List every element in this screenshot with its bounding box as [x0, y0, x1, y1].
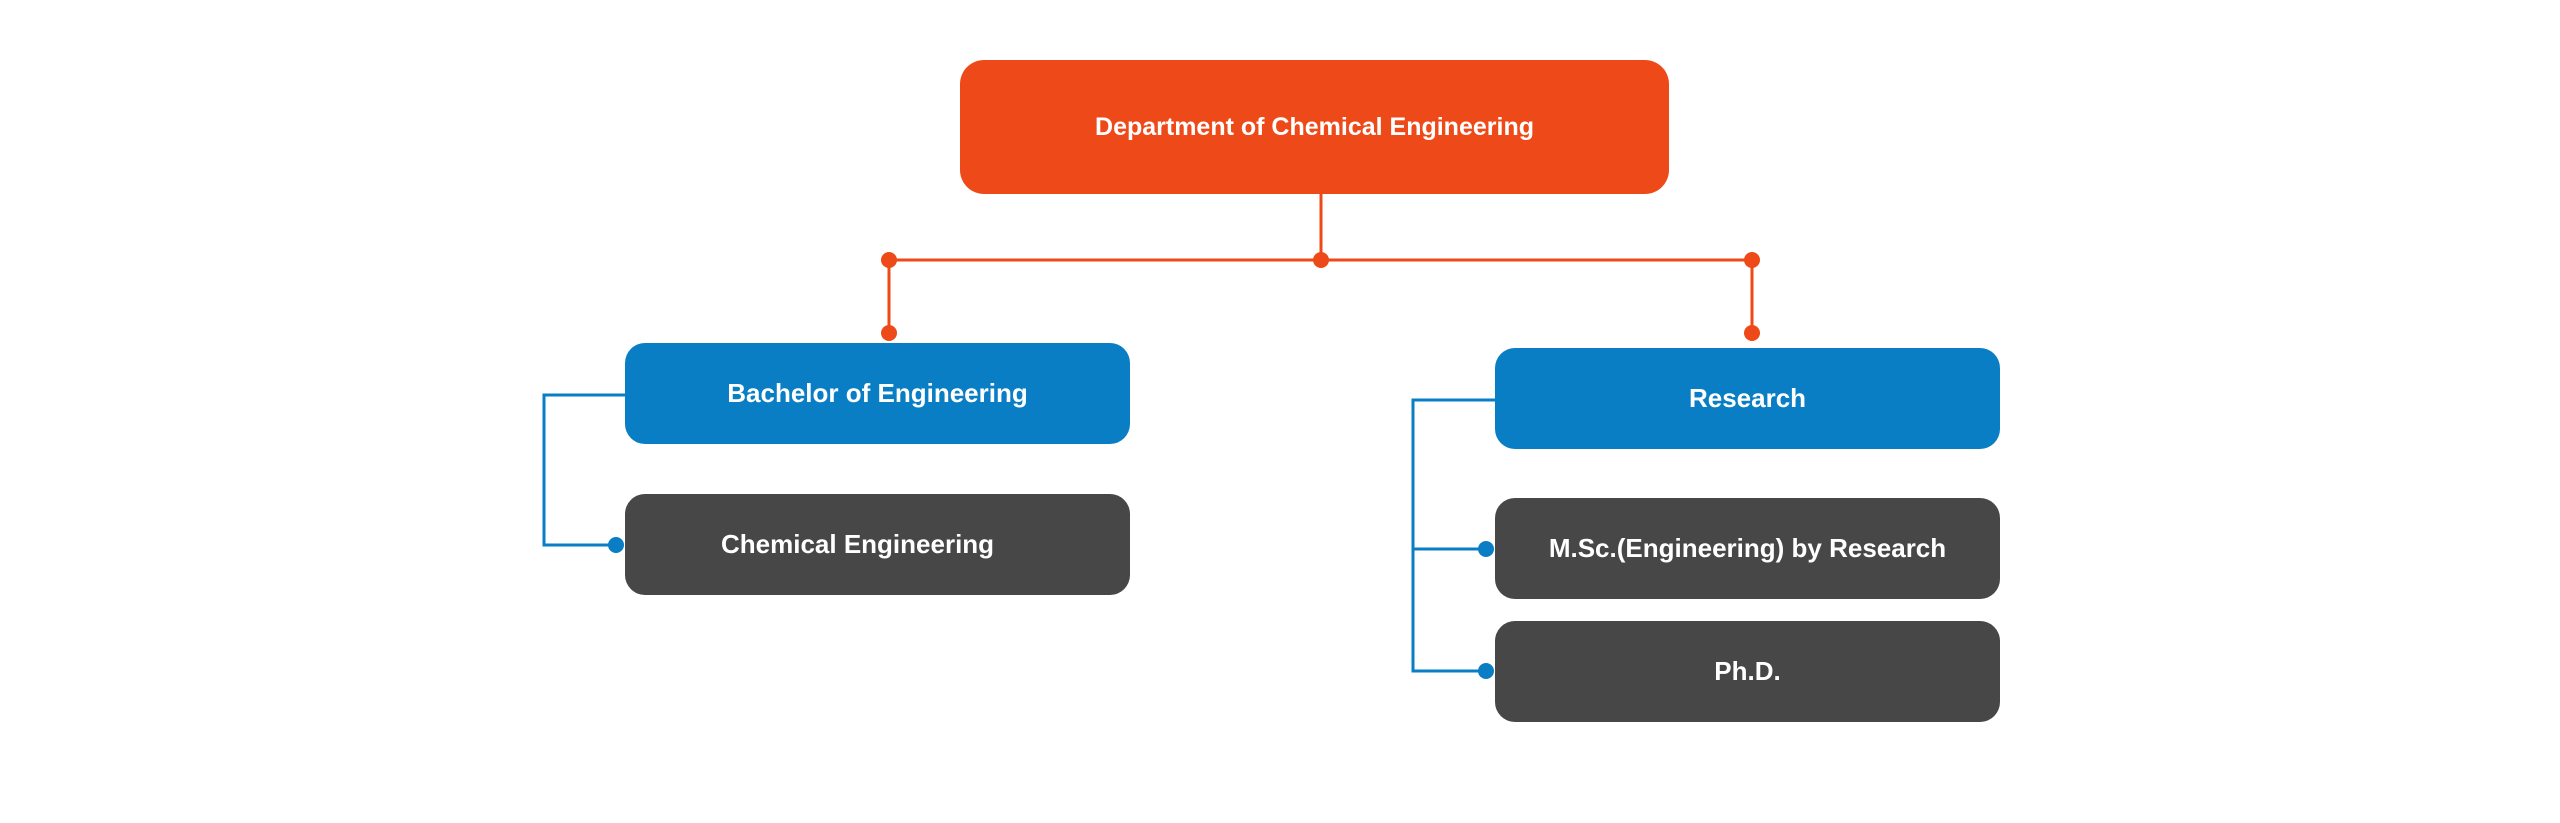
phd-end-dot	[1478, 663, 1494, 679]
branch-node-research: Research	[1495, 348, 2000, 449]
bachelor-end-dot	[881, 325, 897, 341]
bachelor-bracket-line	[542, 393, 625, 547]
leaf-node-label: Ph.D.	[1714, 656, 1781, 686]
branch-node-label: Research	[1688, 383, 1807, 413]
leaf-node-label: Chemical Engineering	[721, 529, 995, 559]
branch-node-label: Bachelor of Engineering	[727, 378, 1028, 408]
leaf-node-msc-research: M.Sc.(Engineering) by Research	[1495, 498, 2000, 599]
root-junction-dot	[1313, 252, 1329, 268]
root-node-department: Department of Chemical Engineering	[960, 60, 1669, 194]
left-corner-dot	[881, 252, 897, 268]
research-bracket-line	[1411, 398, 1495, 673]
research-end-dot	[1744, 325, 1760, 341]
bachelor-connectors	[542, 393, 625, 553]
leaf-node-chemical-engineering: Chemical Engineering	[625, 494, 1130, 595]
leaf-node-label: M.Sc.(Engineering) by Research	[1548, 533, 1947, 563]
root-node-label: Department of Chemical Engineering	[1095, 112, 1534, 141]
leaf-node-phd: Ph.D.	[1495, 621, 2000, 722]
root-connectors	[881, 194, 1760, 341]
msc-end-dot	[1478, 541, 1494, 557]
branch-node-bachelor: Bachelor of Engineering	[625, 343, 1130, 444]
research-connectors	[1411, 398, 1495, 679]
right-corner-dot	[1744, 252, 1760, 268]
chemical-engineering-end-dot	[608, 537, 624, 553]
